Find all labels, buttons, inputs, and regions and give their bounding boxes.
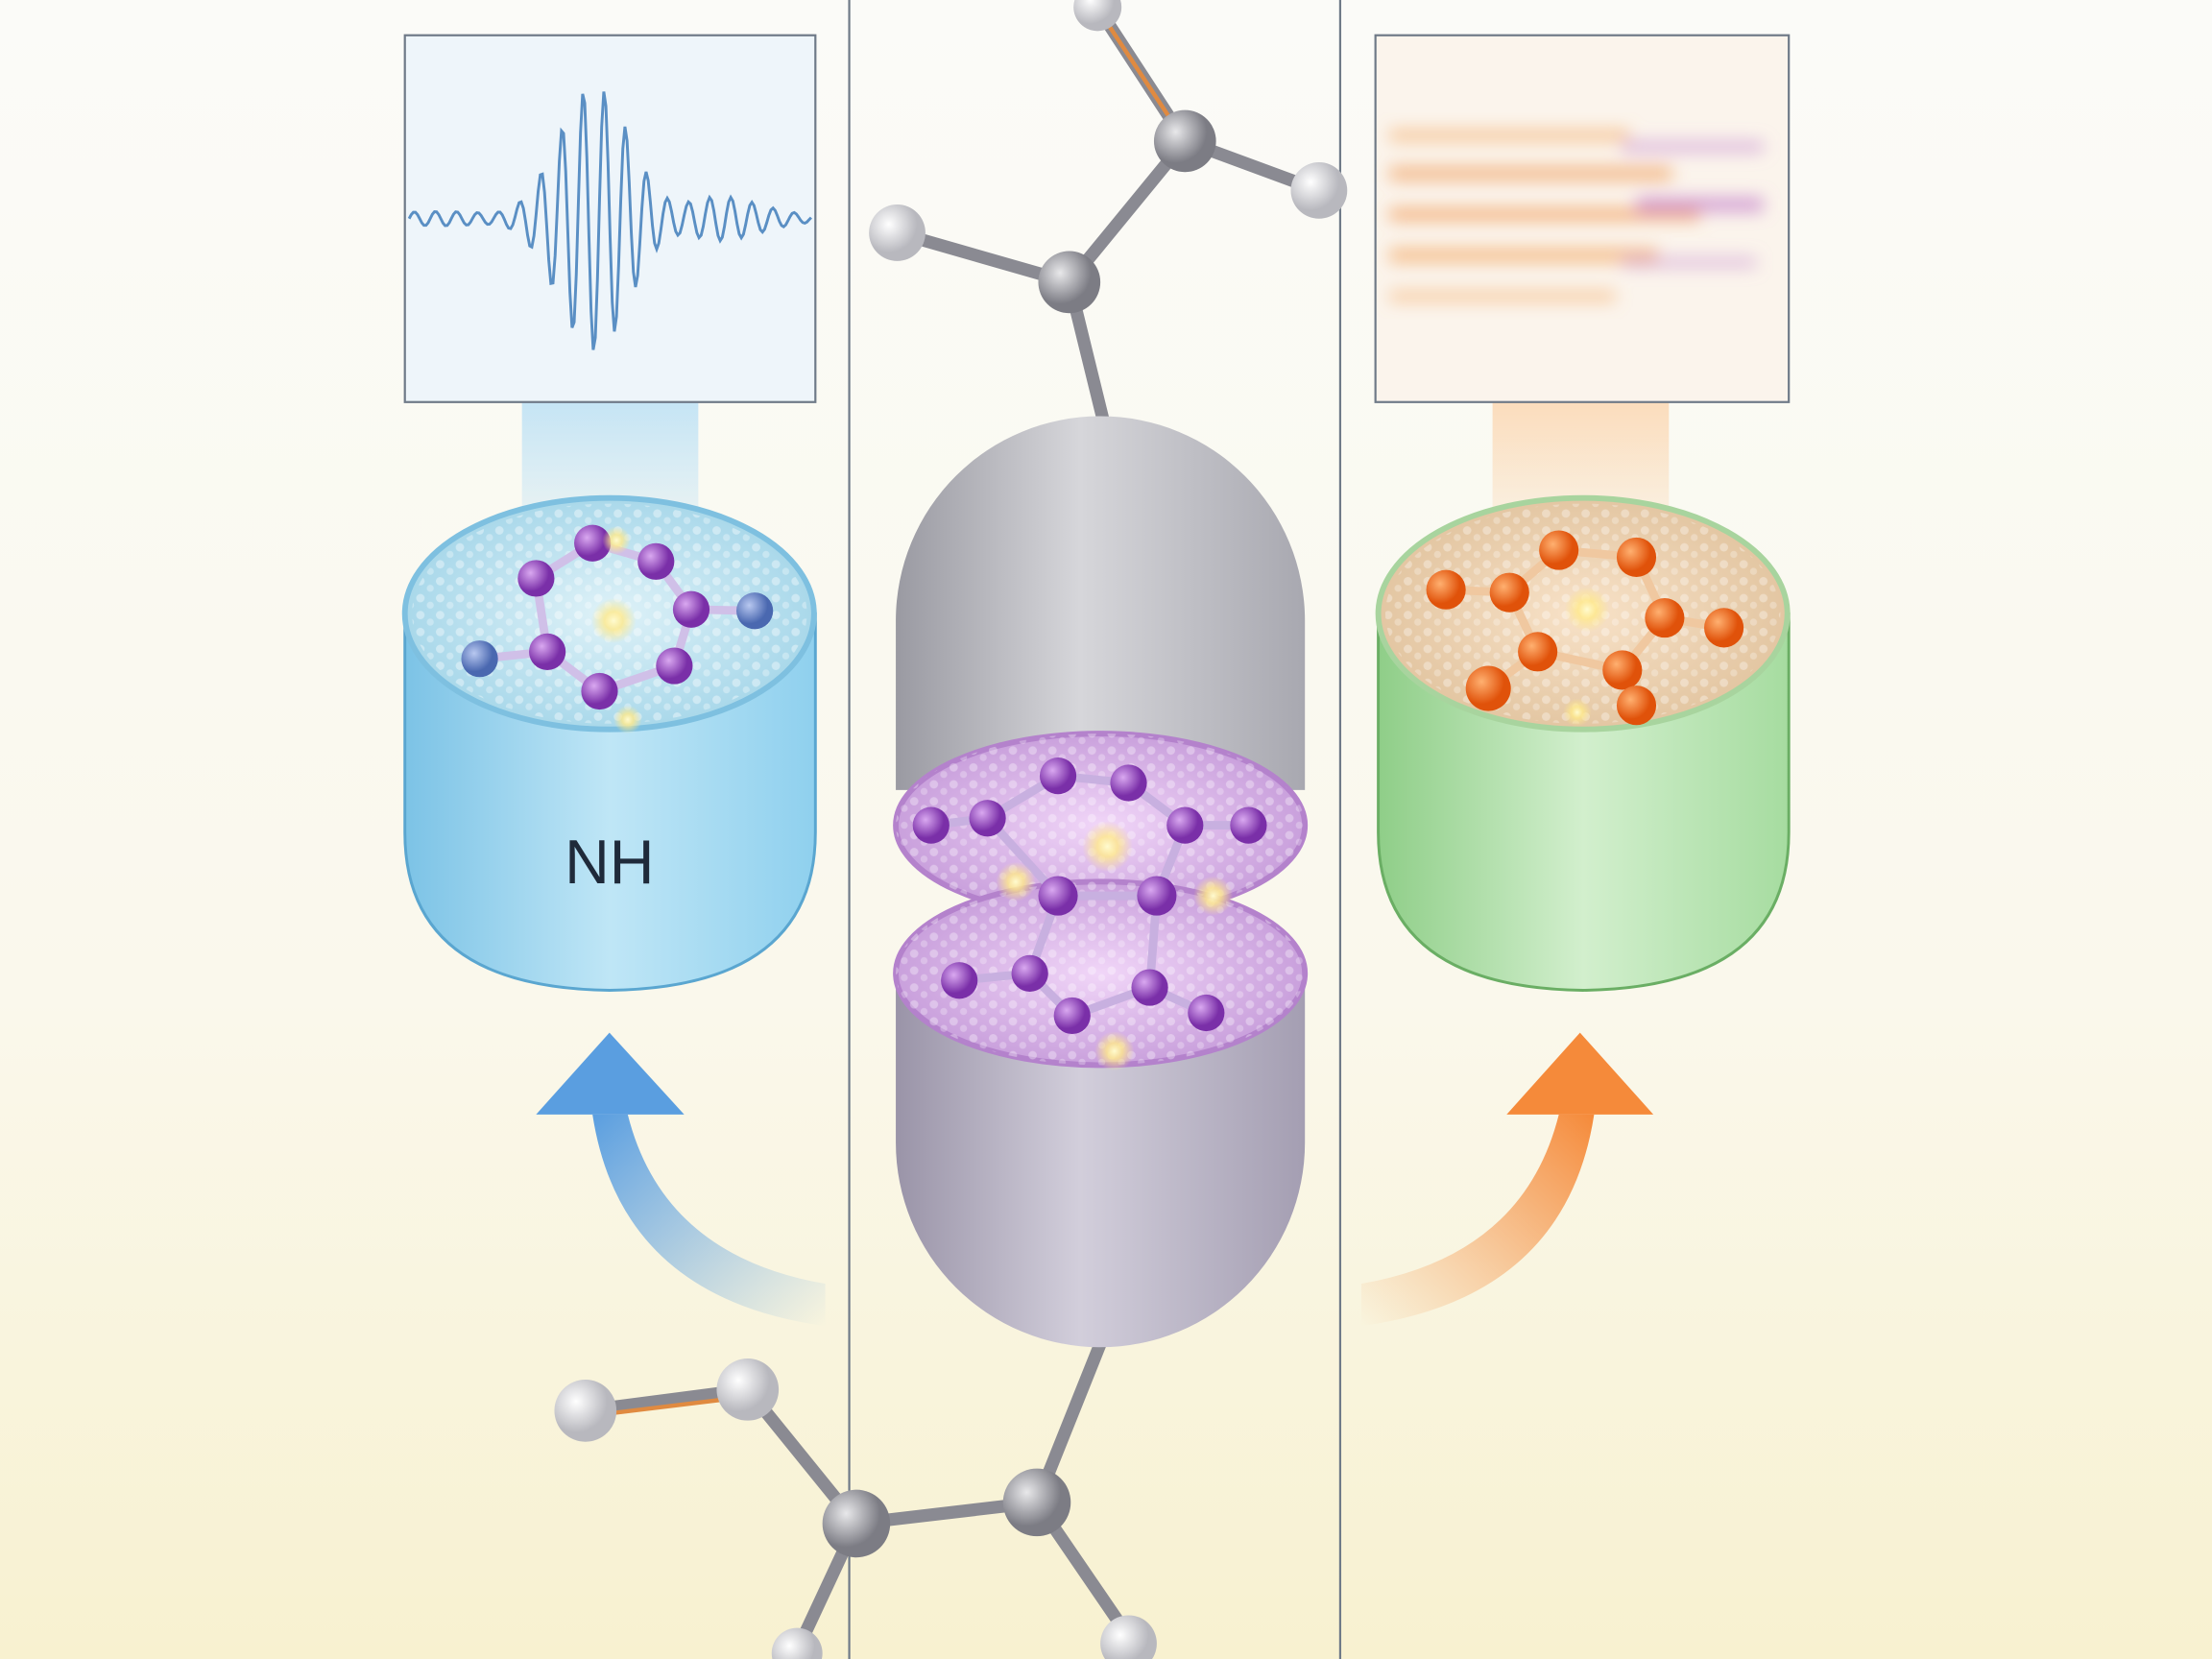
waveform-panel bbox=[403, 34, 817, 403]
spectrum-panel bbox=[1374, 34, 1791, 403]
blue-arrow bbox=[536, 1032, 826, 1327]
waveform-signal bbox=[407, 91, 812, 350]
center-molecule bbox=[912, 757, 1267, 1035]
spectrum-bands bbox=[1389, 130, 1764, 302]
cylinder-label: NH bbox=[565, 827, 654, 897]
molecule-bottom bbox=[554, 1319, 1157, 1659]
left-cylinder: NH bbox=[401, 494, 817, 992]
right-cylinder bbox=[1375, 494, 1791, 992]
left-molecule bbox=[461, 524, 774, 710]
orange-arrow bbox=[1360, 1032, 1654, 1327]
right-molecule bbox=[1426, 530, 1744, 726]
molecule-top bbox=[869, 0, 1348, 445]
center-capsule bbox=[893, 416, 1309, 1348]
